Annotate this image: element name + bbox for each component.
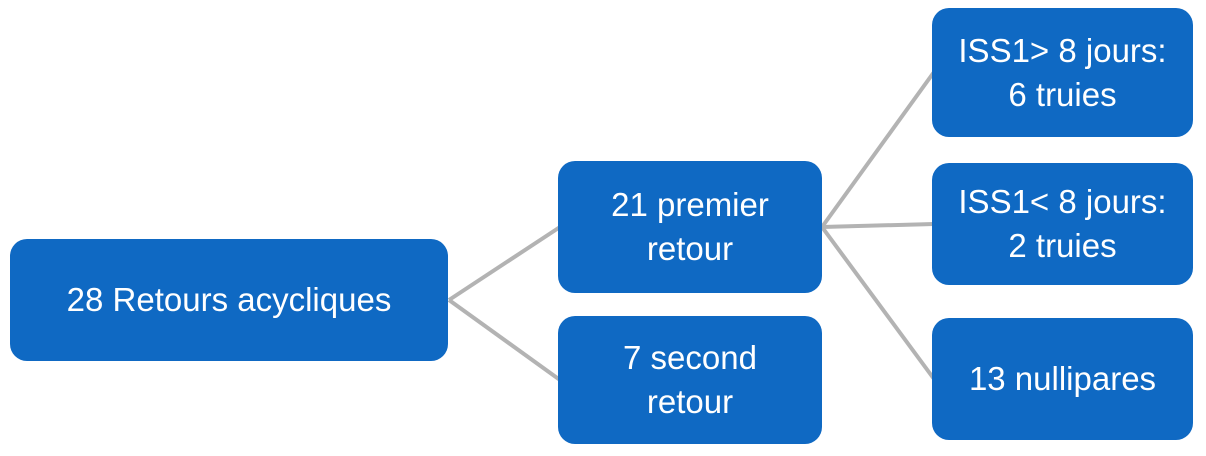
node-iss1-sup-8-jours: ISS1> 8 jours: 6 truies [932,8,1193,137]
node-iss1-inf-8-jours: ISS1< 8 jours: 2 truies [932,163,1193,285]
node-second-retour: 7 second retour [558,316,822,444]
connector-premier-to-nullipares [820,225,936,381]
node-nullipares: 13 nullipares [932,318,1193,440]
node-retours-acycliques: 28 Retours acycliques [10,239,448,361]
connector-premier-to-iss1-sup [820,70,936,229]
connector-root-to-premier [447,225,562,302]
connector-root-to-second [447,298,562,382]
node-premier-retour: 21 premier retour [558,161,822,293]
connector-premier-to-iss1-inf [821,222,935,229]
